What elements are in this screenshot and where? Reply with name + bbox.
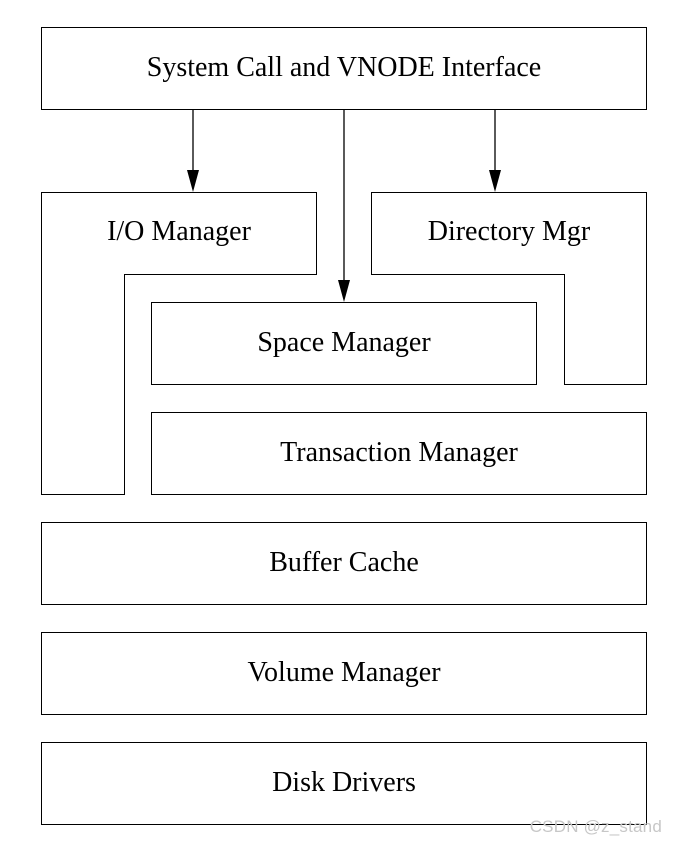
watermark: CSDN @z_stand — [529, 817, 662, 836]
arrowhead-io-manager — [187, 170, 199, 192]
disk-drivers-box: Disk Drivers — [41, 742, 647, 825]
buffer-cache-label: Buffer Cache — [269, 547, 419, 578]
volume-manager-label: Volume Manager — [247, 657, 441, 688]
disk-drivers-label: Disk Drivers — [272, 767, 416, 798]
syscall-vnode-box: System Call and VNODE Interface — [41, 27, 647, 110]
io-manager-label: I/O Manager — [107, 216, 252, 247]
directory-mgr-box: Directory Mgr — [371, 192, 647, 385]
space-manager-box: Space Manager — [151, 302, 537, 385]
arrowhead-space-manager — [338, 280, 350, 302]
transaction-manager-label: Transaction Manager — [280, 437, 518, 468]
io-manager-box: I/O Manager — [41, 192, 317, 495]
syscall-vnode-label: System Call and VNODE Interface — [147, 52, 542, 83]
arrowhead-directory-mgr — [489, 170, 501, 192]
transaction-manager-box: Transaction Manager — [151, 412, 647, 495]
arrows — [187, 110, 501, 302]
space-manager-label: Space Manager — [257, 327, 431, 358]
volume-manager-box: Volume Manager — [41, 632, 647, 715]
buffer-cache-box: Buffer Cache — [41, 522, 647, 605]
directory-mgr-label: Directory Mgr — [428, 216, 591, 247]
